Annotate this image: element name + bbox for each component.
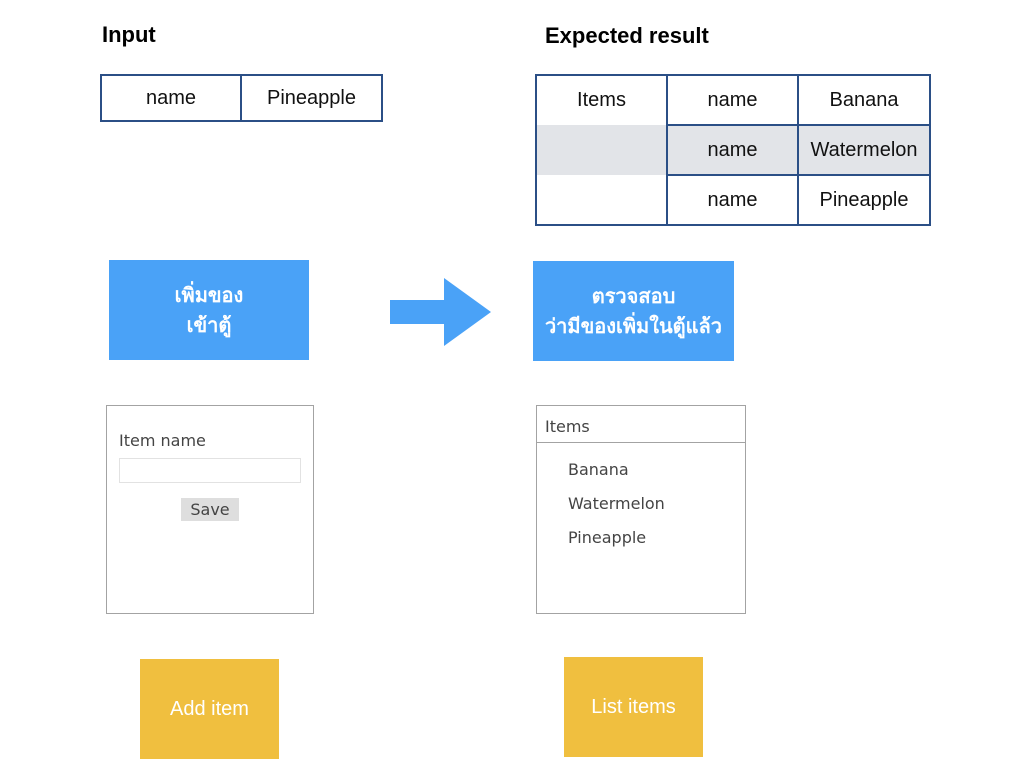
- add-item-form-mockup: Item name Save: [106, 405, 314, 614]
- table-row: name Pineapple: [100, 74, 383, 122]
- table-row: name Pineapple: [535, 174, 931, 226]
- save-button[interactable]: Save: [181, 498, 239, 521]
- item-name-label: Item name: [119, 431, 206, 450]
- items-spacer-cell: [535, 175, 668, 226]
- input-table: name Pineapple: [100, 74, 383, 122]
- expected-value-cell: Watermelon: [797, 124, 931, 176]
- expected-value-cell: Banana: [797, 74, 931, 126]
- input-key-cell: name: [100, 74, 242, 122]
- list-items-page-box: List items: [564, 657, 703, 757]
- expected-value-cell: Pineapple: [797, 174, 931, 226]
- input-heading: Input: [102, 22, 156, 47]
- expected-key-cell: name: [666, 124, 799, 176]
- items-spacer-cell: [535, 125, 668, 175]
- expected-result-table: Items name Banana name Watermelon name P…: [535, 74, 931, 226]
- add-item-page-box: Add item: [140, 659, 279, 759]
- input-value-cell: Pineapple: [240, 74, 383, 122]
- items-label-cell: Items: [535, 74, 668, 125]
- add-step-line-1: เพิ่มของ: [174, 283, 244, 307]
- arrow-shape: [390, 278, 491, 346]
- add-step-line-2: เข้าตู้: [186, 313, 232, 337]
- expected-key-cell: name: [666, 74, 799, 126]
- expected-key-cell: name: [666, 174, 799, 226]
- expected-result-heading: Expected result: [545, 23, 709, 48]
- arrow-right-icon: [390, 278, 491, 346]
- items-list-header: Items: [537, 406, 745, 443]
- verify-step-line-2: ว่ามีของเพิ่มในตู้แล้ว: [544, 314, 723, 338]
- items-list-mockup: Items Banana Watermelon Pineapple: [536, 405, 746, 614]
- verify-items-step: ตรวจสอบ ว่ามีของเพิ่มในตู้แล้ว: [533, 261, 734, 361]
- table-row: Items name Banana: [535, 74, 931, 126]
- item-name-input[interactable]: [119, 458, 301, 483]
- add-to-cabinet-step: เพิ่มของ เข้าตู้: [109, 260, 309, 360]
- table-row: name Watermelon: [535, 124, 931, 176]
- list-item: Watermelon: [568, 494, 665, 513]
- list-item: Pineapple: [568, 528, 647, 547]
- items-list: Banana Watermelon Pineapple: [537, 443, 745, 555]
- list-item: Banana: [568, 460, 629, 479]
- verify-step-line-1: ตรวจสอบ: [591, 284, 676, 308]
